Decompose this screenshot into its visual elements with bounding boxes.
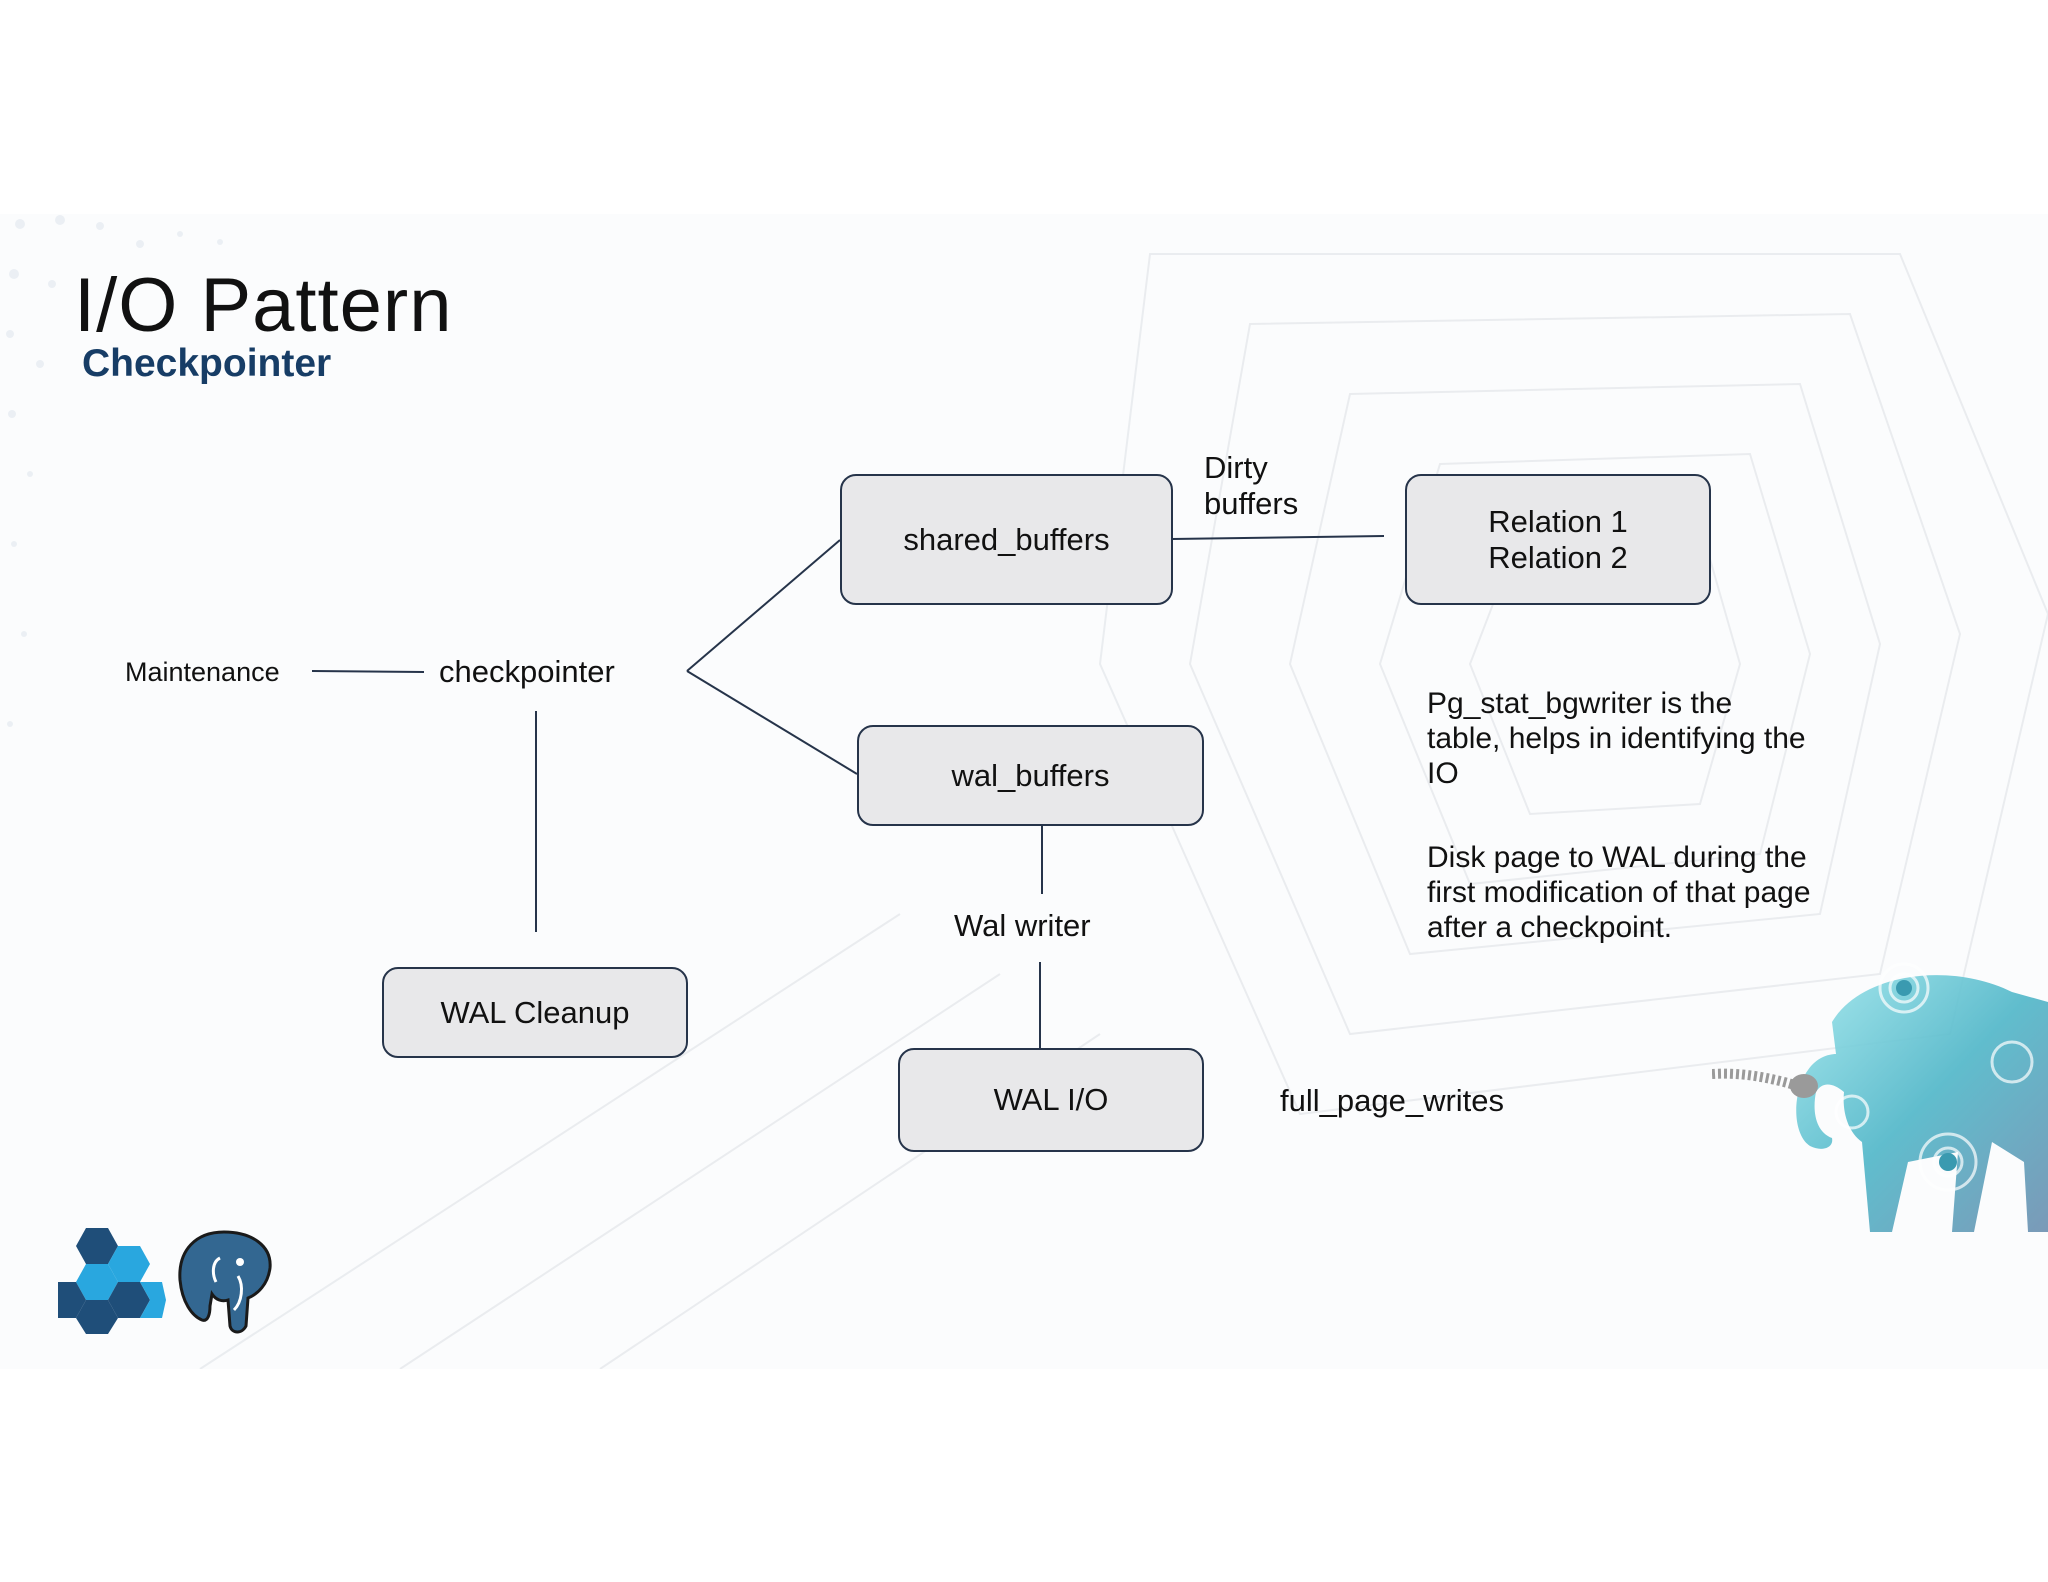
relation-2-label: Relation 2 <box>1488 539 1628 575</box>
bgwriter-note: Pg_stat_bgwriter is the table, helps in … <box>1427 687 1806 790</box>
relations-box: Relation 1 Relation 2 <box>1405 474 1711 605</box>
background-pattern <box>6 215 2048 1369</box>
wal-buffers-box: wal_buffers <box>857 725 1204 826</box>
checkpointer-to-wal-buffers-connector <box>686 670 858 775</box>
checkpointer-diagram: shared_buffers Relation 1 Relation 2 wal… <box>0 214 2048 1369</box>
wal-io-label: WAL I/O <box>993 1082 1109 1117</box>
wal-io-box: WAL I/O <box>898 1048 1204 1152</box>
connector-lines <box>311 535 1385 1052</box>
checkpointer-label: checkpointer <box>439 654 615 689</box>
dirty-buffers-line-2: buffers <box>1204 486 1299 521</box>
maintenance-label: Maintenance <box>125 657 280 687</box>
wal-buffers-label: wal_buffers <box>951 757 1110 793</box>
wal-cleanup-box: WAL Cleanup <box>382 967 688 1058</box>
relation-1-label: Relation 1 <box>1488 503 1628 539</box>
shared-buffers-label: shared_buffers <box>903 521 1110 557</box>
slide: I/O Pattern Checkpointer shared_buffers … <box>0 214 2048 1369</box>
dirty-buffers-line-1: Dirty <box>1204 450 1268 485</box>
maintenance-connector <box>311 670 425 673</box>
hexagon-cluster-logo-icon <box>58 1228 166 1334</box>
full-page-writes-label: full_page_writes <box>1280 1083 1505 1118</box>
checkpointer-to-shared-buffers-connector <box>686 539 841 672</box>
disk-page-note: Disk page to WAL during the first modifi… <box>1427 841 1811 944</box>
postgresql-elephant-logo-icon <box>178 1230 272 1334</box>
slide-title: I/O Pattern <box>74 263 453 348</box>
shared-buffers-box: shared_buffers <box>840 474 1173 605</box>
wal-cleanup-label: WAL Cleanup <box>440 994 630 1030</box>
elephant-illustration-icon <box>1712 962 2048 1232</box>
slide-subtitle: Checkpointer <box>82 342 332 385</box>
dirty-buffers-label: Dirty buffers <box>1204 450 1298 522</box>
wal-writer-label: Wal writer <box>954 908 1091 943</box>
dirty-buffers-connector <box>1171 535 1385 540</box>
